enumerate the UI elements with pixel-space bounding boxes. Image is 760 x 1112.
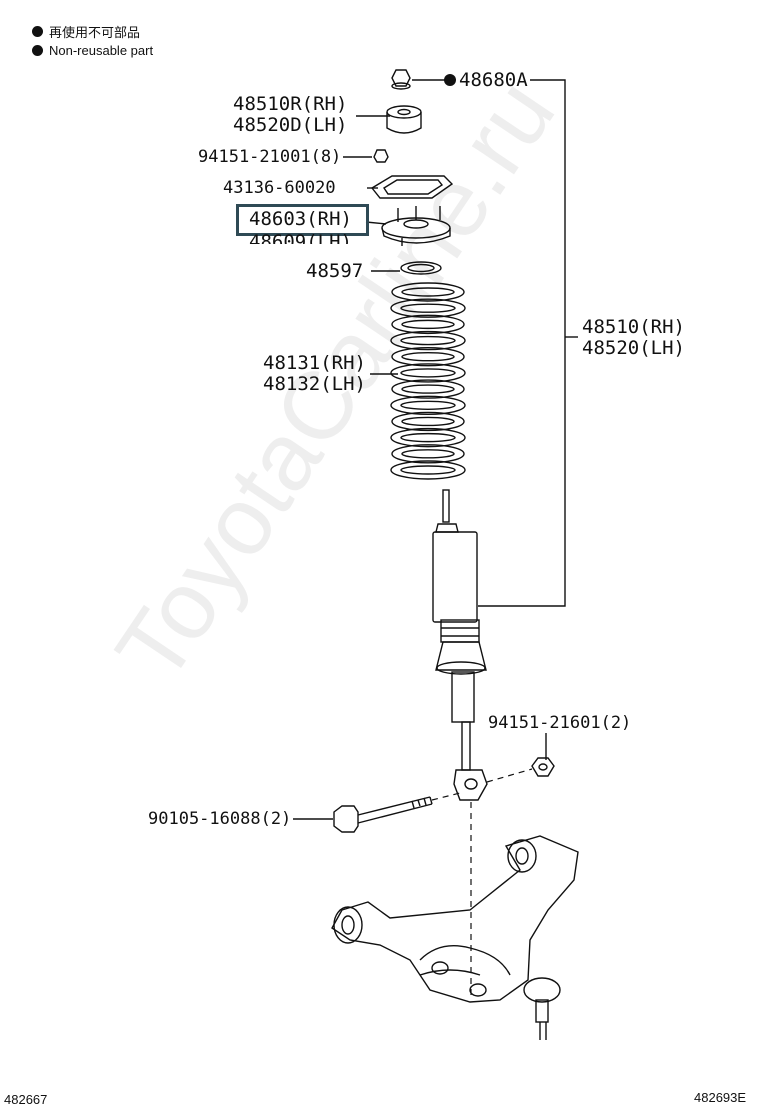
label-48510R: 48510R(RH) (233, 93, 348, 115)
label-94151-21601: 94151-21601(2) (488, 713, 632, 733)
bullet-icon (32, 45, 43, 56)
spring-coil (390, 427, 466, 448)
legend-row-english: Non-reusable part (32, 43, 153, 58)
spring-coil (390, 330, 466, 351)
small-nut-icon (373, 149, 389, 163)
spring-coil-inner (400, 335, 456, 346)
legend-row-japanese: 再使用不可部品 (32, 22, 140, 41)
label-94151-21001: 94151-21001(8) (198, 147, 342, 167)
label-48609: 48609(LH) (249, 232, 352, 244)
gasket-icon (370, 175, 454, 199)
shock-absorber-icon (432, 489, 488, 801)
spring-coil-inner (401, 416, 455, 427)
highlight-box (236, 204, 369, 236)
bolt-icon (333, 796, 433, 833)
top-nut-icon (391, 69, 411, 90)
spring-coil-inner (401, 319, 455, 330)
upper-insulator-icon (386, 105, 422, 134)
spring-coil-inner (400, 303, 456, 313)
coil-spring-icon (390, 282, 466, 480)
spring-coil (390, 395, 466, 415)
non-reusable-bullet-icon (444, 74, 456, 86)
label-48603: 48603(RH) (249, 208, 352, 230)
label-48597: 48597 (306, 260, 364, 282)
footer-right-code: 482693E (694, 1090, 747, 1105)
spring-coil-inner (401, 449, 455, 459)
bearing-ring-icon (400, 261, 442, 275)
label-48510: 48510(RH) (582, 316, 685, 338)
label-48131: 48131(RH) (263, 352, 366, 374)
spring-coil (391, 444, 465, 464)
label-90105-16088: 90105-16088(2) (148, 809, 292, 829)
leader-48603 (365, 221, 387, 225)
bullet-icon (32, 26, 43, 37)
spring-coil (391, 379, 465, 399)
spring-coil-inner (401, 384, 455, 394)
spring-coil-inner (401, 287, 455, 297)
spring-coil-inner (400, 368, 456, 378)
legend-english-text: Non-reusable part (49, 43, 154, 58)
spring-coil (390, 298, 466, 318)
spring-coil-inner (400, 465, 456, 475)
legend-japanese-text: 再使用不可部品 (49, 25, 141, 40)
label-48680A: 48680A (459, 69, 528, 91)
label-43136-60020: 43136-60020 (223, 178, 336, 198)
spring-coil (391, 411, 465, 432)
spring-coil-inner (400, 432, 456, 443)
label-48132: 48132(LH) (263, 373, 366, 395)
label-48520D: 48520D(LH) (233, 114, 348, 136)
suspension-support-icon (381, 206, 451, 246)
assembly-bracket-line (478, 79, 566, 607)
spring-coil-inner (400, 400, 456, 410)
spring-coil-inner (401, 352, 455, 362)
lower-nut-icon (531, 757, 555, 777)
spring-coil (391, 347, 465, 367)
footer-left-code: 482667 (4, 1092, 48, 1107)
assembly-dashes (431, 768, 533, 1000)
label-48520: 48520(LH) (582, 337, 685, 359)
spring-coil (391, 282, 465, 302)
spring-coil (390, 363, 466, 383)
spring-coil (391, 314, 465, 335)
spring-coil (390, 460, 466, 480)
lower-control-arm-icon (331, 835, 579, 1040)
